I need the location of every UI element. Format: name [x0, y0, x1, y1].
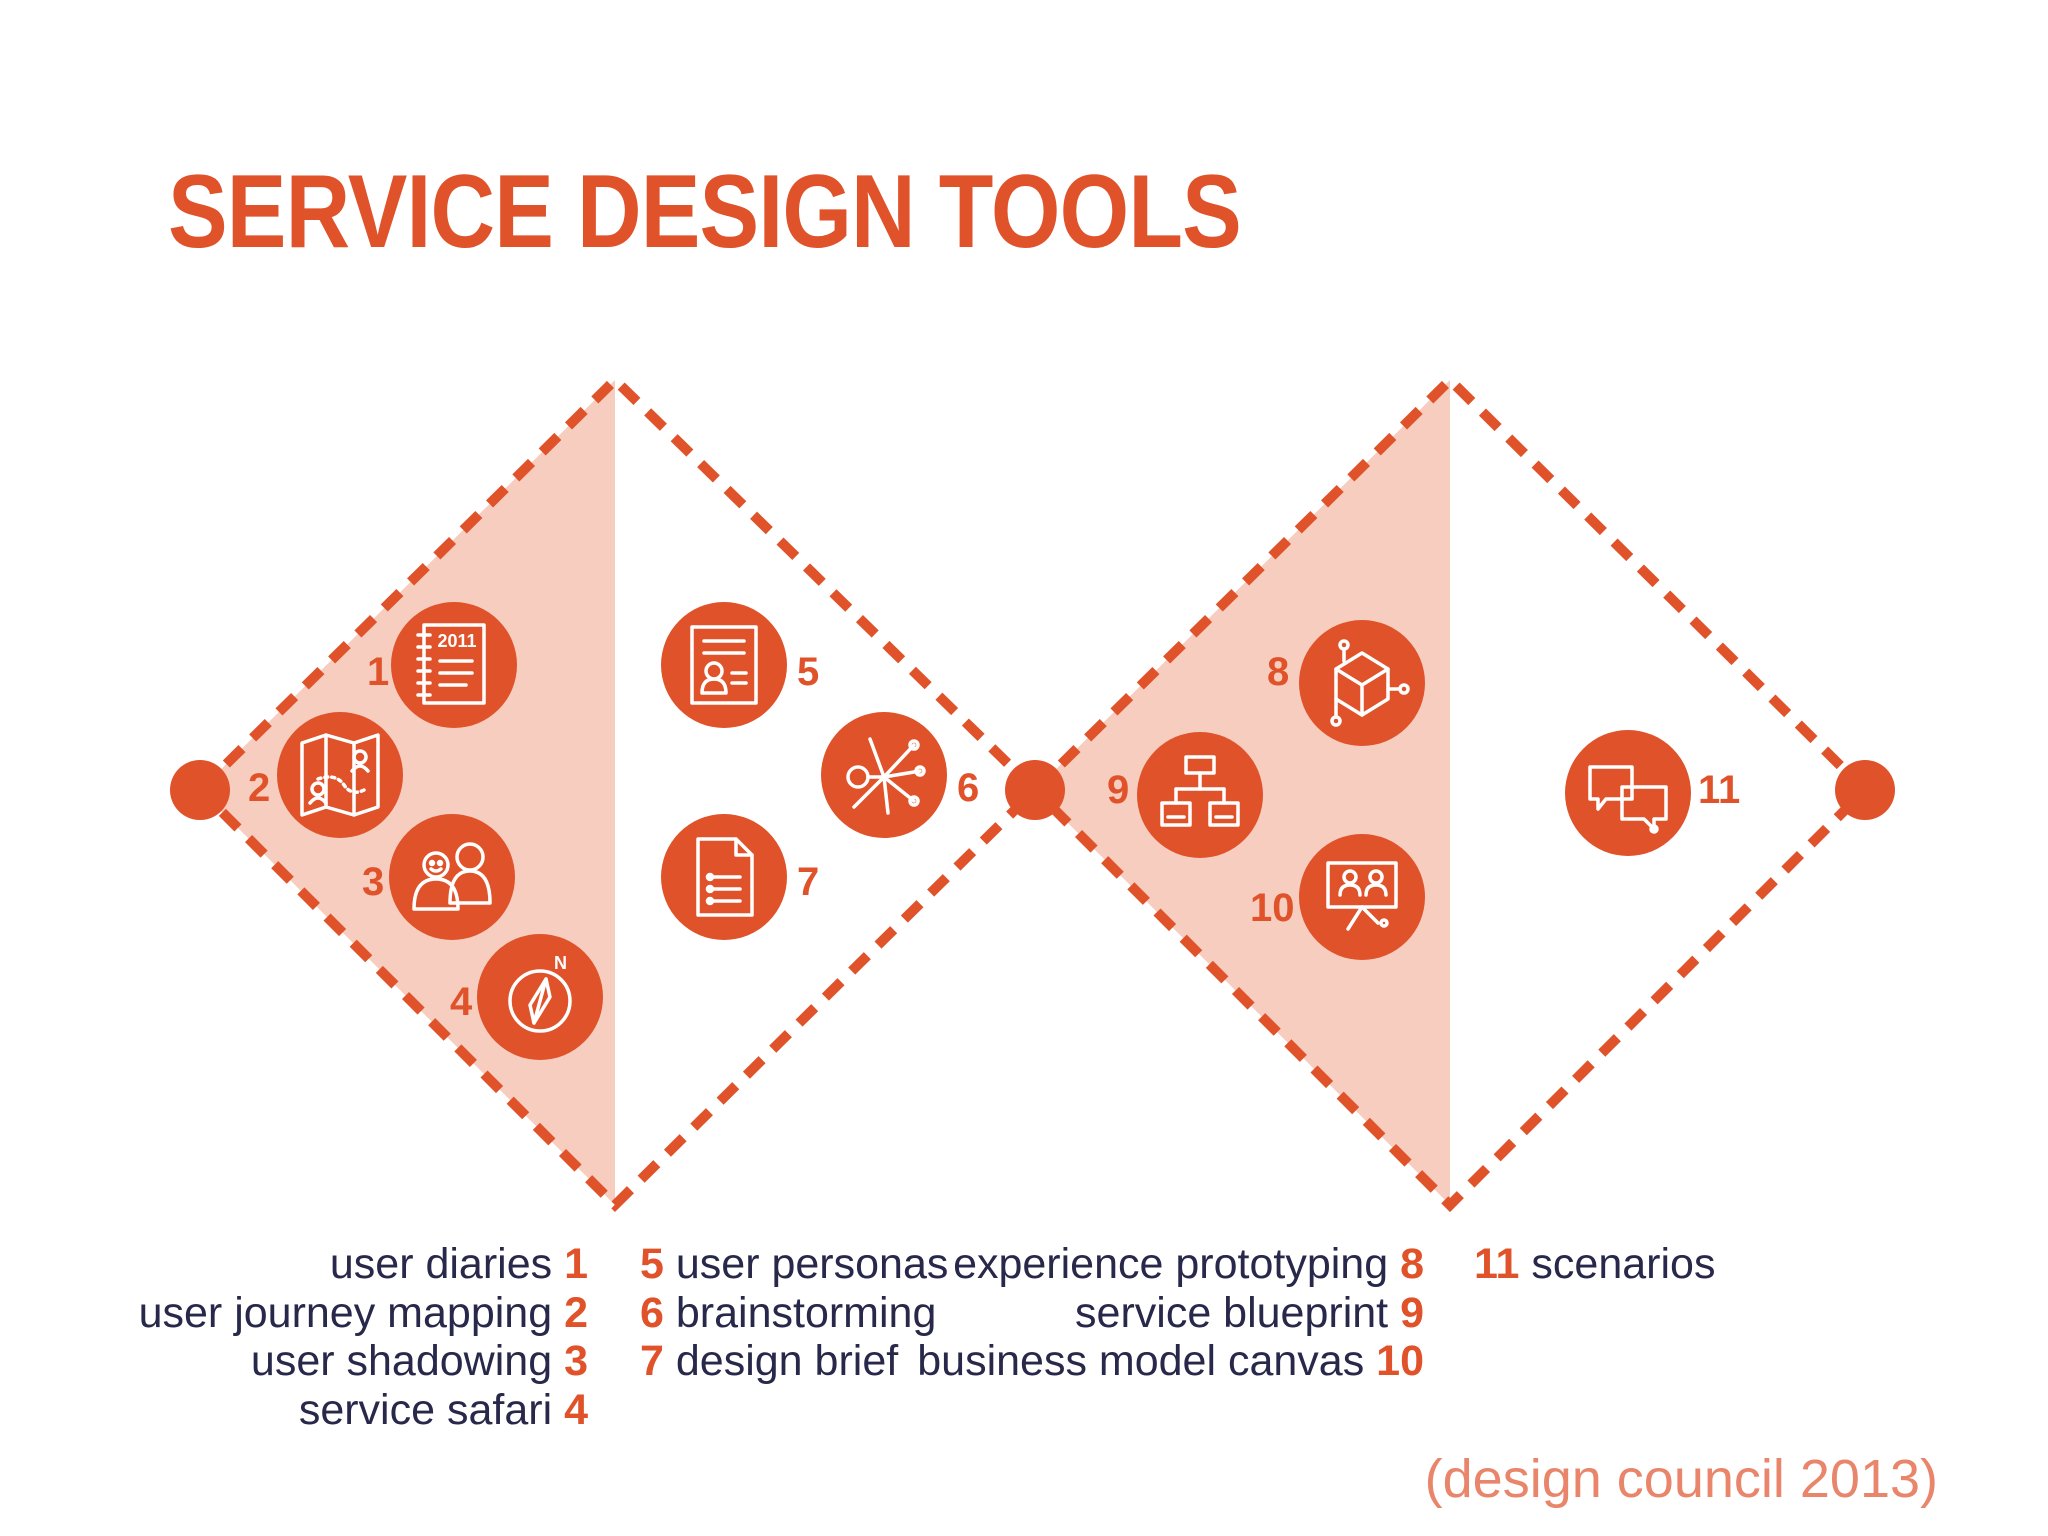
legend-deliver: 11 scenarios — [1474, 1240, 1715, 1289]
legend-item: user diaries 1 — [329, 1240, 588, 1288]
legend-item: user shadowing 3 — [250, 1337, 588, 1385]
legend-item: 6 brainstorming — [640, 1288, 937, 1337]
speech-bubbles-icon — [1588, 765, 1668, 834]
start-dot — [170, 760, 230, 820]
legend-item: experience prototyping 8 — [953, 1240, 1424, 1288]
legend-develop: experience prototyping 8 service bluepri… — [917, 1240, 1424, 1386]
tool-circle-11 — [1565, 730, 1691, 856]
tool-number-label: 1 — [367, 650, 390, 694]
compass-icon: N — [508, 953, 572, 1033]
legend-item: 11 scenarios — [1474, 1240, 1716, 1288]
legend-item: business model canvas 10 — [917, 1337, 1424, 1385]
journey-map-icon — [300, 733, 380, 817]
canvas-presentation-icon — [1326, 861, 1398, 931]
tool-number-label: 11 — [1698, 768, 1741, 812]
tool-number-label: 5 — [797, 650, 820, 694]
tool-number-label: 4 — [450, 980, 473, 1024]
legend-discover: user diaries 1 user journey mapping 2 us… — [139, 1240, 588, 1434]
tool-circle-10 — [1299, 834, 1425, 960]
blueprint-flowchart-icon — [1160, 755, 1240, 827]
legend-item: user journey mapping 2 — [138, 1288, 588, 1337]
tool-circle-9 — [1137, 732, 1263, 858]
diary-icon: 2011 — [416, 623, 486, 705]
tool-number-label: 10 — [1250, 886, 1295, 930]
tool-number-label: 9 — [1107, 768, 1130, 812]
prototype-cube-icon — [1330, 639, 1410, 727]
legend-item: 5 user personas — [640, 1240, 949, 1288]
tool-number-label: 3 — [362, 860, 385, 904]
tool-number-label: 7 — [797, 860, 820, 904]
svg-text:2011: 2011 — [437, 631, 476, 651]
brainstorm-network-icon — [846, 737, 926, 815]
legend-item: 7 design brief — [640, 1337, 899, 1385]
tool-number-label: 2 — [248, 766, 271, 810]
tool-number-label: 8 — [1267, 650, 1290, 694]
middle-dot — [1005, 760, 1065, 820]
persona-card-icon — [690, 625, 758, 705]
tool-number-label: 6 — [957, 766, 980, 810]
first-diamond-outline — [192, 372, 1043, 1213]
tool-circle-2 — [277, 712, 403, 838]
document-icon — [696, 837, 754, 917]
tool-circle-1 — [391, 602, 517, 728]
source-citation: (design council 2013) — [1424, 1449, 1938, 1509]
page-title: SERVICE DESIGN TOOLS — [168, 154, 1242, 270]
tool-circle-3 — [389, 814, 515, 940]
legend-item: service blueprint 9 — [1075, 1288, 1424, 1337]
legend-define: 5 user personas 6 brainstorming 7 design… — [640, 1240, 948, 1386]
tool-circle-5 — [661, 602, 787, 728]
shadowing-people-icon — [412, 842, 492, 911]
end-dot — [1835, 760, 1895, 820]
legend-item: service safari 4 — [298, 1385, 588, 1434]
svg-text:N: N — [554, 953, 567, 973]
